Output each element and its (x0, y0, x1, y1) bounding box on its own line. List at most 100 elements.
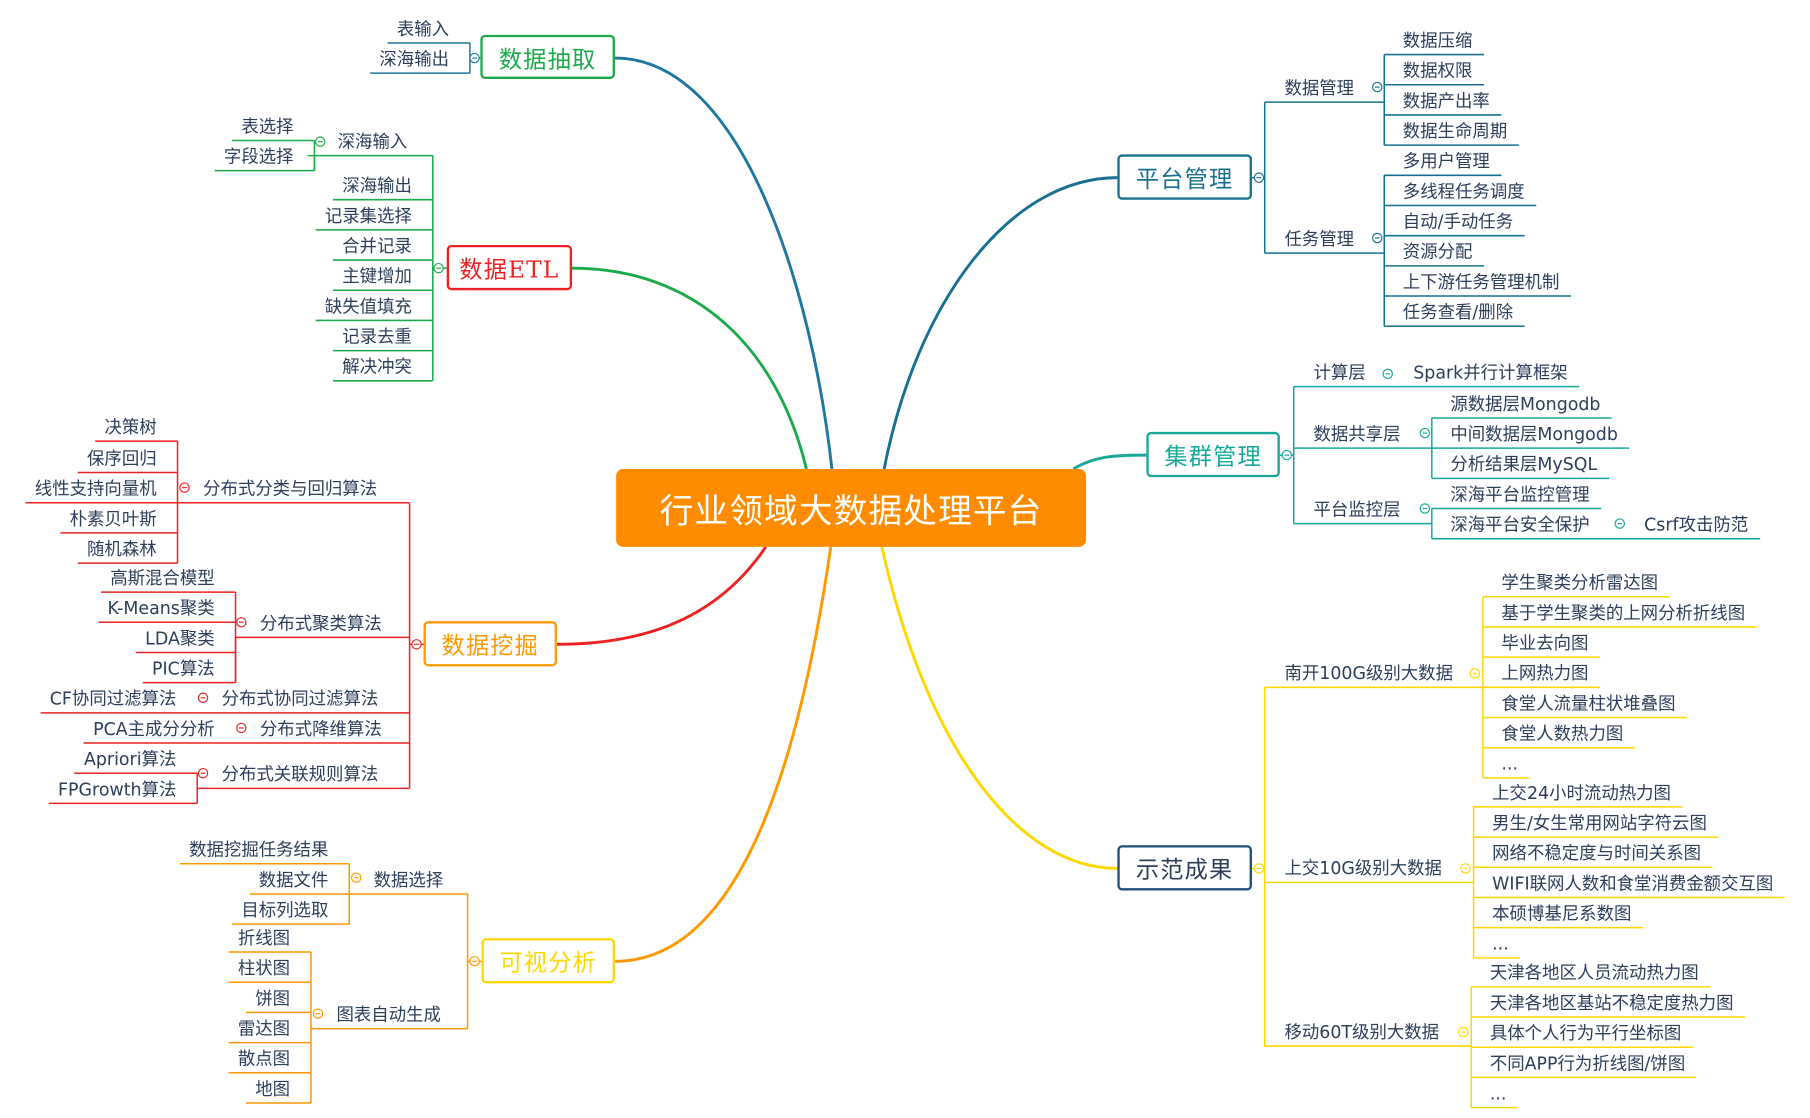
topic-node[interactable]: 上交10G级别大数据 (1284, 857, 1442, 879)
topic-node[interactable]: 地图 (255, 1078, 291, 1100)
topic-node[interactable]: 数据生命周期 (1402, 120, 1508, 142)
topic-node[interactable]: 南开100G级别大数据 (1284, 662, 1454, 684)
collapse-toggle-icon[interactable] (1614, 518, 1626, 529)
topic-node[interactable]: 表选择 (241, 116, 294, 137)
topic-node[interactable]: WIFI联网人数和食堂消费金额交互图 (1492, 873, 1774, 894)
topic-node[interactable]: ... (1489, 1083, 1507, 1105)
topic-node[interactable]: 中间数据层Mongodb (1450, 423, 1618, 445)
collapse-toggle-icon[interactable] (1281, 449, 1292, 461)
branch-data-mining[interactable]: 数据挖掘 (423, 621, 557, 667)
topic-node[interactable]: 深海平台安全保护 (1450, 514, 1590, 536)
topic-node[interactable]: 数据产出率 (1402, 90, 1490, 112)
topic-node[interactable]: 天津各地区人员流动热力图 (1489, 962, 1699, 984)
topic-node[interactable]: 分布式降维算法 (259, 718, 382, 740)
topic-node[interactable]: 毕业去向图 (1501, 632, 1589, 654)
topic-node[interactable]: 数据选择 (373, 869, 444, 891)
collapse-toggle-icon[interactable] (1372, 232, 1383, 244)
collapse-toggle-icon[interactable] (236, 617, 247, 628)
topic-node[interactable]: 移动60T级别大数据 (1284, 1021, 1440, 1043)
branch-cluster-management[interactable]: 集群管理 (1146, 431, 1280, 478)
topic-node[interactable]: 深海平台监控管理 (1450, 484, 1590, 506)
topic-node[interactable]: 具体个人行为平行坐标图 (1489, 1022, 1682, 1044)
collapse-toggle-icon[interactable] (1382, 368, 1393, 380)
topic-node[interactable]: ... (1492, 933, 1509, 955)
branch-data-etl[interactable]: 数据ETL (446, 244, 573, 291)
branch-demo-results[interactable]: 示范成果 (1117, 845, 1252, 891)
topic-node[interactable]: 数据挖掘任务结果 (189, 839, 329, 861)
topic-node[interactable]: PCA主成分分析 (93, 718, 215, 740)
collapse-toggle-icon[interactable] (1419, 427, 1431, 439)
topic-node[interactable]: Apriori算法 (83, 748, 177, 770)
collapse-toggle-icon[interactable] (1372, 81, 1383, 93)
topic-node[interactable]: CF协同过滤算法 (49, 688, 177, 710)
collapse-toggle-icon[interactable] (236, 722, 247, 734)
branch-visual-analysis[interactable]: 可视分析 (481, 938, 615, 984)
topic-node[interactable]: 多用户管理 (1402, 150, 1490, 172)
collapse-toggle-icon[interactable] (1469, 668, 1480, 679)
topic-node[interactable]: Spark并行计算框架 (1413, 362, 1568, 384)
collapse-toggle-icon[interactable] (411, 639, 422, 650)
topic-node[interactable]: 数据共享层 (1313, 423, 1401, 445)
topic-node[interactable]: 线性支持向量机 (34, 478, 157, 500)
topic-node[interactable]: 任务管理 (1284, 228, 1355, 250)
topic-node[interactable]: 分布式协同过滤算法 (221, 688, 379, 710)
topic-node[interactable]: 目标列选取 (241, 899, 329, 921)
branch-platform-management[interactable]: 平台管理 (1117, 154, 1252, 200)
central-topic[interactable]: 行业领域大数据处理平台 (616, 469, 1087, 547)
topic-node[interactable]: 分布式分类与回归算法 (203, 478, 378, 500)
collapse-toggle-icon[interactable] (469, 52, 480, 64)
topic-node[interactable]: 食堂人流量柱状堆叠图 (1501, 693, 1676, 715)
topic-node[interactable]: 记录去重 (342, 326, 412, 348)
topic-node[interactable]: 计算层 (1313, 362, 1366, 384)
topic-node[interactable]: 高斯混合模型 (110, 567, 215, 589)
topic-node[interactable]: 深海输出 (379, 48, 450, 70)
topic-node[interactable]: 保序回归 (87, 448, 157, 470)
topic-node[interactable]: 自动/手动任务 (1402, 211, 1514, 233)
topic-node[interactable]: 分析结果层MySQL (1450, 453, 1598, 475)
topic-node[interactable]: K-Means聚类 (107, 597, 215, 619)
topic-node[interactable]: ... (1501, 753, 1519, 775)
topic-node[interactable]: 数据管理 (1284, 77, 1355, 99)
topic-node[interactable]: 合并记录 (342, 235, 412, 257)
collapse-toggle-icon[interactable] (1253, 172, 1265, 183)
topic-node[interactable]: 任务查看/删除 (1402, 301, 1514, 323)
topic-node[interactable]: 上网热力图 (1501, 662, 1589, 684)
topic-node[interactable]: 平台监控层 (1313, 499, 1401, 521)
topic-node[interactable]: 深海输出 (342, 175, 412, 197)
topic-node[interactable]: 散点图 (237, 1048, 291, 1070)
topic-node[interactable]: 数据文件 (258, 869, 329, 891)
topic-node[interactable]: 字段选择 (223, 146, 294, 168)
topic-node[interactable]: 基于学生聚类的上网分析折线图 (1501, 602, 1746, 624)
collapse-toggle-icon[interactable] (1253, 863, 1265, 874)
collapse-toggle-icon[interactable] (315, 136, 326, 147)
topic-node[interactable]: 资源分配 (1402, 241, 1473, 263)
collapse-toggle-icon[interactable] (350, 872, 362, 883)
collapse-toggle-icon[interactable] (179, 482, 190, 493)
topic-node[interactable]: 主键增加 (342, 265, 412, 287)
topic-node[interactable]: 食堂人数热力图 (1501, 723, 1624, 745)
topic-node[interactable]: 数据压缩 (1402, 30, 1473, 52)
topic-node[interactable]: 图表自动生成 (336, 1004, 441, 1026)
branch-data-extraction[interactable]: 数据抽取 (480, 34, 615, 79)
topic-node[interactable]: 雷达图 (237, 1018, 291, 1040)
collapse-toggle-icon[interactable] (197, 768, 209, 779)
topic-node[interactable]: 记录集选择 (324, 205, 412, 227)
collapse-toggle-icon[interactable] (197, 692, 209, 703)
topic-node[interactable]: 源数据层Mongodb (1450, 393, 1601, 415)
topic-node[interactable]: 本硕博基尼系数图 (1492, 903, 1632, 925)
topic-node[interactable]: 缺失值填充 (324, 296, 412, 317)
topic-node[interactable]: FPGrowth算法 (58, 779, 177, 800)
topic-node[interactable]: 深海输入 (337, 131, 408, 153)
topic-node[interactable]: 决策树 (104, 416, 157, 438)
topic-node[interactable]: 数据权限 (1402, 60, 1473, 82)
topic-node[interactable]: Csrf攻击防范 (1644, 514, 1749, 536)
collapse-toggle-icon[interactable] (312, 1008, 324, 1019)
topic-node[interactable]: LDA聚类 (145, 628, 215, 649)
collapse-toggle-icon[interactable] (469, 956, 480, 967)
topic-node[interactable]: 折线图 (237, 927, 291, 949)
topic-node[interactable]: 上下游任务管理机制 (1402, 271, 1560, 293)
topic-node[interactable]: 网络不稳定度与时间关系图 (1492, 842, 1702, 864)
topic-node[interactable]: 男生/女生常用网站字符云图 (1492, 812, 1707, 834)
topic-node[interactable]: 随机森林 (87, 538, 157, 560)
topic-node[interactable]: 朴素贝叶斯 (69, 508, 157, 530)
